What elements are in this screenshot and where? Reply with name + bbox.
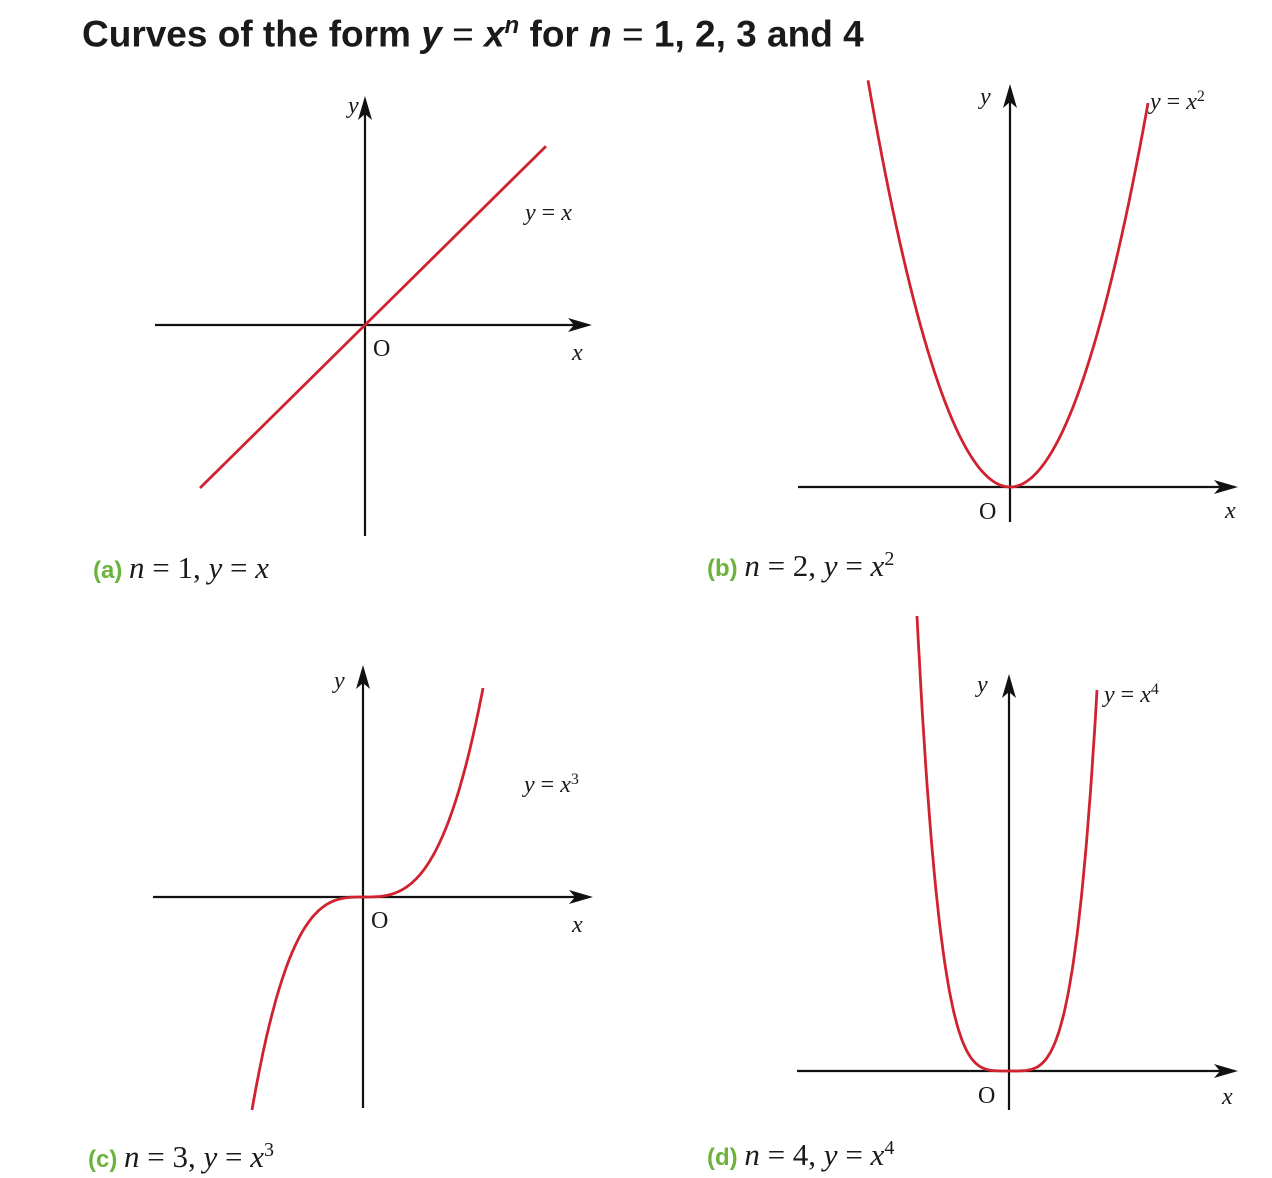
title-var-x: x xyxy=(483,13,505,55)
title-exponent: n xyxy=(504,12,520,39)
y-axis-label: y xyxy=(332,668,345,694)
curve-c xyxy=(250,687,485,1111)
x-axis-arrow-icon xyxy=(1214,1064,1238,1078)
title-middle: for xyxy=(519,13,590,55)
x-axis-label: x xyxy=(1221,1084,1233,1110)
y-axis-arrow-icon xyxy=(356,665,370,689)
panel-a: x yOy = x (a) n = 1, y = x xyxy=(93,93,592,585)
page-title: Curves of the form y = xn for n = 1, 2, … xyxy=(82,2,864,58)
title-equals: = xyxy=(441,13,484,55)
x-axis-arrow-icon xyxy=(1214,480,1238,494)
curve-label: y = x4 xyxy=(1102,681,1159,709)
caption-b: (b) n = 2, y = x2 xyxy=(707,548,894,583)
y-axis-arrow-icon xyxy=(1002,674,1016,698)
y-axis-arrow-icon xyxy=(358,96,372,120)
title-var-y: y xyxy=(421,13,442,55)
caption-d: (d) n = 4, y = x4 xyxy=(707,1137,894,1172)
origin-label: O xyxy=(371,908,388,934)
panel-d: x yOy = x4 (d) n = 4, y = x4 xyxy=(707,615,1238,1172)
x-axis-label: x xyxy=(571,912,583,938)
curve-label: y = x2 xyxy=(1148,88,1205,116)
curve-d xyxy=(915,615,1099,1073)
x-axis-label: x xyxy=(571,340,583,366)
y-axis-label: y xyxy=(975,672,988,698)
title-equals-2: = xyxy=(611,13,654,55)
panel-b: x yOy = x2 (b) n = 2, y = x2 xyxy=(707,80,1238,583)
origin-label: O xyxy=(373,336,390,362)
caption-a: (a) n = 1, y = x xyxy=(93,550,269,585)
caption-c: (c) n = 3, y = x3 xyxy=(88,1139,274,1174)
x-axis-label: x xyxy=(1224,498,1236,524)
x-axis-arrow-icon xyxy=(568,318,592,332)
curve-label: y = x xyxy=(523,200,572,226)
x-axis-arrow-icon xyxy=(569,890,593,904)
origin-label: O xyxy=(979,499,996,525)
curve-a xyxy=(199,145,547,489)
title-var-n: n xyxy=(589,13,612,55)
y-axis-arrow-icon xyxy=(1003,84,1017,108)
y-axis-label: y xyxy=(346,93,359,119)
panel-c: x yOy = x3 (c) n = 3, y = x3 xyxy=(88,665,593,1174)
origin-label: O xyxy=(978,1083,995,1109)
curve-label: y = x3 xyxy=(522,771,579,799)
title-suffix: 1, 2, 3 and 4 xyxy=(653,13,864,55)
title-prefix: Curves of the form xyxy=(82,13,422,55)
curve-b xyxy=(866,80,1150,489)
y-axis-label: y xyxy=(978,84,991,110)
